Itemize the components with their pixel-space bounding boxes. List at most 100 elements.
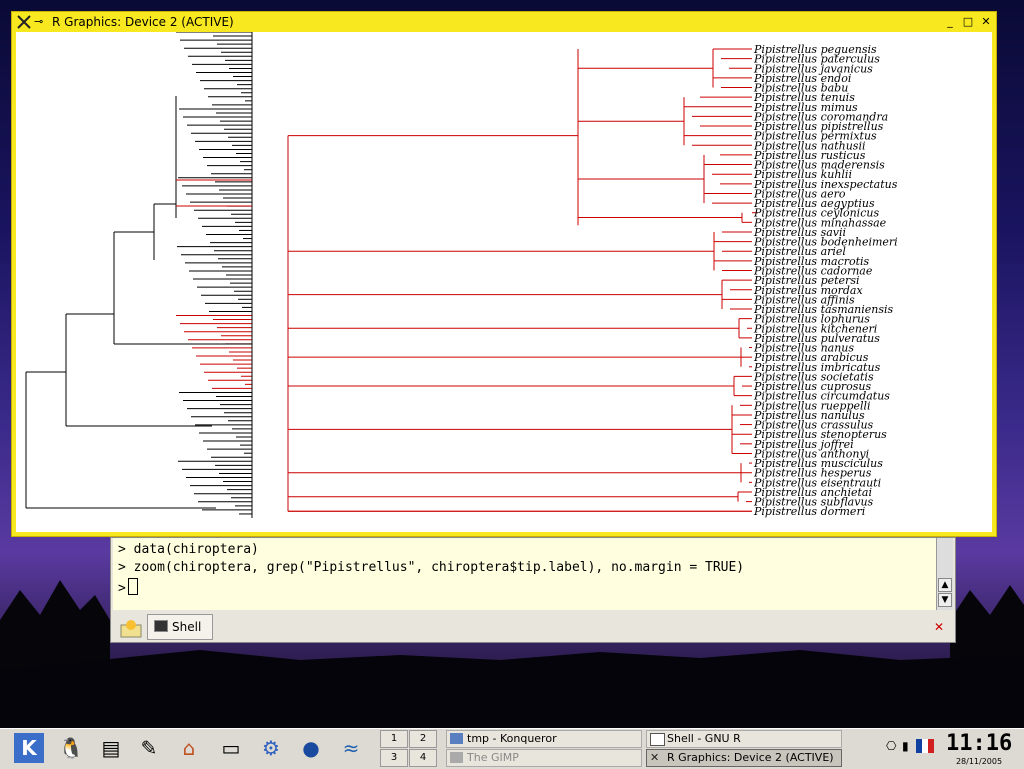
window-list-icon[interactable]: ▤ [101, 736, 121, 760]
shell-window[interactable]: > data(chiroptera) > zoom(chiroptera, gr… [110, 537, 956, 643]
tip-label: Pipistrellus javanicus [753, 62, 873, 75]
pin-icon[interactable]: ⊸ [34, 15, 44, 28]
tip-label: Pipistrellus arabicus [753, 351, 869, 364]
task-konqueror[interactable]: tmp - Konqueror [446, 730, 642, 748]
tip-label: Pipistrellus macrotis [753, 255, 870, 268]
tip-label: Pipistrellus babu [753, 82, 848, 95]
tip-label: Pipistrellus rueppelli [753, 399, 871, 412]
clock-time: 11:16 [946, 731, 1013, 756]
tip-label: Pipistrellus pipistrellus [753, 120, 884, 133]
tip-label: Pipistrellus mimus [753, 101, 858, 114]
maximize-icon[interactable]: □ [962, 15, 974, 28]
tip-label: Pipistrellus nathusii [753, 139, 866, 152]
gimp-icon [450, 752, 463, 763]
window-titlebar[interactable]: ⊸ R Graphics: Device 2 (ACTIVE) _ □ ✕ [12, 12, 996, 32]
pager-desktop-1[interactable]: 1 [380, 730, 408, 748]
new-session-icon[interactable] [119, 617, 143, 639]
penguin-icon[interactable]: 🐧 [58, 736, 84, 760]
openoffice-icon[interactable]: ≈ [342, 736, 360, 760]
tip-label: Pipistrellus ceylonicus [753, 207, 879, 220]
tab-shell[interactable]: Shell [147, 614, 213, 640]
tip-label: Pipistrellus aegyptius [753, 197, 875, 210]
tip-label: Pipistrellus eisentrauti [753, 476, 881, 489]
tip-label: Pipistrellus lophurus [753, 313, 870, 326]
console-line: > zoom(chiroptera, grep("Pipistrellus", … [118, 560, 745, 575]
r-graphics-window[interactable]: ⊸ R Graphics: Device 2 (ACTIVE) _ □ ✕ Pi… [11, 11, 997, 537]
tip-label: Pipistrellus nanulus [753, 409, 865, 422]
network-icon[interactable]: ⎔ [886, 739, 897, 753]
pager-desktop-3[interactable]: 3 [380, 749, 408, 767]
tip-label: Pipistrellus nanus [753, 342, 854, 355]
tip-label: Pipistrellus tasmaniensis [753, 303, 894, 316]
window-title: R Graphics: Device 2 (ACTIVE) [52, 15, 234, 29]
keyboard-layout-flag-icon[interactable] [916, 739, 934, 753]
console-scrollbar[interactable]: ▲ ▼ [936, 538, 953, 610]
pager-desktop-2[interactable]: 2 [409, 730, 437, 748]
browser-globe-icon[interactable]: ● [302, 736, 320, 760]
shell-tabbar: Shell ✕ [111, 612, 955, 642]
tip-label: Pipistrellus joffrei [753, 438, 854, 451]
tip-label: Pipistrellus tenuis [753, 91, 855, 104]
clock[interactable]: 11:16 28/11/2005 [946, 731, 1012, 767]
text-cursor [127, 578, 138, 595]
desktop-pager: 1 2 3 4 [380, 730, 438, 768]
tip-label: Pipistrellus aero [753, 187, 846, 200]
home-icon[interactable]: ⌂ [182, 736, 196, 760]
editor-icon[interactable]: ✎ [140, 736, 158, 760]
tip-label: Pipistrellus peguensis [753, 43, 877, 56]
tip-label: Pipistrellus dormeri [753, 505, 865, 518]
tip-label: Pipistrellus cuprosus [753, 380, 871, 393]
kde-menu-icon[interactable]: K [14, 733, 44, 763]
tip-label: Pipistrellus permixtus [753, 130, 877, 143]
task-gimp[interactable]: The GIMP [446, 749, 642, 767]
scroll-up-icon[interactable]: ▲ [938, 578, 952, 592]
console-prompt[interactable]: > [118, 578, 138, 596]
tip-label: Pipistrellus affinis [753, 293, 855, 306]
tip-label: Pipistrellus inexspectatus [753, 178, 898, 191]
tip-label: Pipistrellus musciculus [753, 457, 883, 470]
r-console[interactable]: > data(chiroptera) > zoom(chiroptera, gr… [113, 538, 937, 610]
clipboard-icon[interactable]: ▮ [902, 739, 909, 753]
konsole-icon[interactable]: ▭ [221, 736, 241, 760]
tip-label: Pipistrellus bodenheimeri [753, 236, 898, 249]
tip-label: Pipistrellus hesperus [753, 467, 872, 480]
tip-label: Pipistrellus mordax [753, 284, 863, 297]
tip-label: Pipistrellus cadornae [753, 264, 873, 277]
tip-label: Pipistrellus circumdatus [753, 390, 890, 403]
tip-label: Pipistrellus societatis [753, 370, 874, 383]
close-session-icon[interactable]: ✕ [933, 620, 945, 634]
document-icon [650, 733, 665, 746]
tip-label: Pipistrellus subflavus [753, 496, 874, 509]
pager-desktop-4[interactable]: 4 [409, 749, 437, 767]
x-window-icon: ✕ [650, 751, 660, 764]
minimize-icon[interactable]: _ [947, 15, 953, 28]
task-shell[interactable]: Shell - GNU R [646, 730, 842, 748]
tip-label: Pipistrellus pulveratus [753, 332, 880, 345]
folder-icon [450, 733, 463, 744]
scroll-down-icon[interactable]: ▼ [938, 593, 952, 607]
tip-label: Pipistrellus paterculus [753, 53, 880, 66]
clock-date: 28/11/2005 [955, 757, 1003, 766]
tab-label: Shell [172, 620, 202, 634]
task-label: tmp - Konqueror [467, 732, 557, 745]
tip-label: Pipistrellus petersi [753, 274, 859, 287]
tip-label: Pipistrellus maderensis [753, 159, 885, 172]
tip-label: Pipistrellus kitcheneri [753, 322, 877, 335]
tip-label: Pipistrellus kuhlii [753, 168, 852, 181]
console-line: > data(chiroptera) [118, 542, 259, 557]
task-r-graphics[interactable]: ✕R Graphics: Device 2 (ACTIVE) [646, 749, 842, 767]
tip-label: Pipistrellus anthonyi [753, 447, 869, 460]
tip-label: Pipistrellus imbricatus [753, 361, 881, 374]
konqueror-icon[interactable]: ⚙ [262, 736, 280, 760]
overview-tree [25, 31, 253, 518]
tip-label: Pipistrellus rusticus [753, 149, 866, 162]
task-label: The GIMP [467, 751, 519, 764]
tip-label: Pipistrellus crassulus [753, 419, 874, 432]
taskbar: K 🐧 ▤ ✎ ⌂ ▭ ⚙ ● ≈ 1 2 3 4 tmp - Konquero… [0, 728, 1024, 769]
x-window-icon[interactable] [16, 14, 32, 30]
close-icon[interactable]: ✕ [981, 15, 991, 28]
tip-label: Pipistrellus savii [753, 226, 846, 239]
